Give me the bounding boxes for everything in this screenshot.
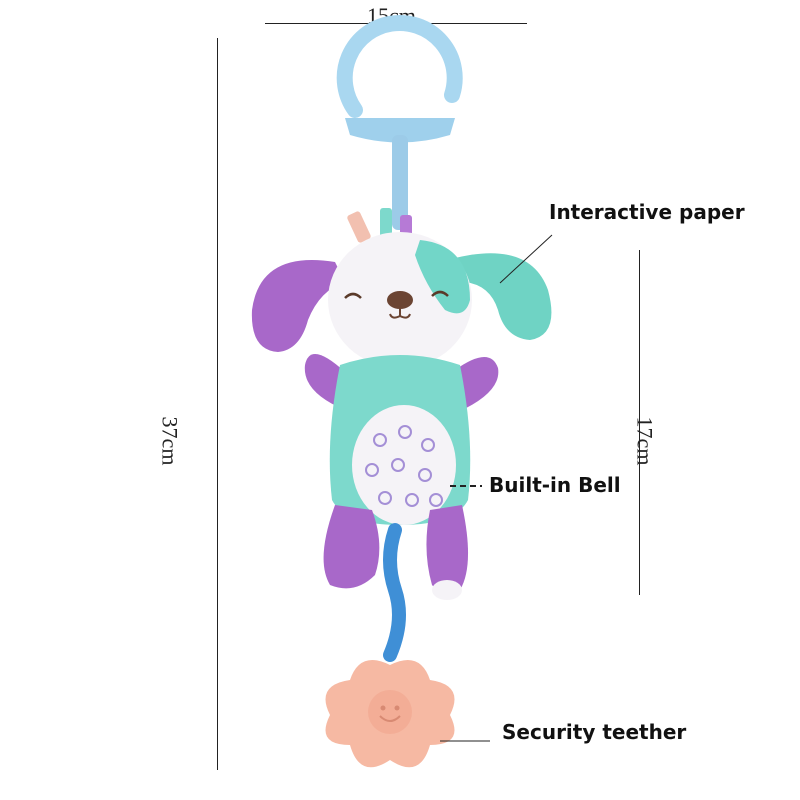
- hanging-ring: [336, 14, 463, 230]
- height-dimension-line: [217, 38, 218, 770]
- callout-built-in-bell: Built-in Bell: [489, 473, 621, 497]
- left-foot: [323, 505, 380, 589]
- callout-interactive-paper: Interactive paper: [549, 200, 745, 224]
- dog-nose: [387, 291, 413, 309]
- right-arm: [455, 356, 499, 412]
- body-dimension-line: [639, 250, 640, 595]
- right-foot: [426, 505, 469, 594]
- left-ear: [251, 260, 345, 352]
- callout-security-teether: Security teether: [502, 720, 687, 744]
- elastic-cord: [383, 523, 406, 662]
- teether: [325, 660, 455, 768]
- right-ear: [455, 253, 552, 340]
- paper-leader-line: [499, 234, 553, 284]
- head-patch: [415, 240, 470, 314]
